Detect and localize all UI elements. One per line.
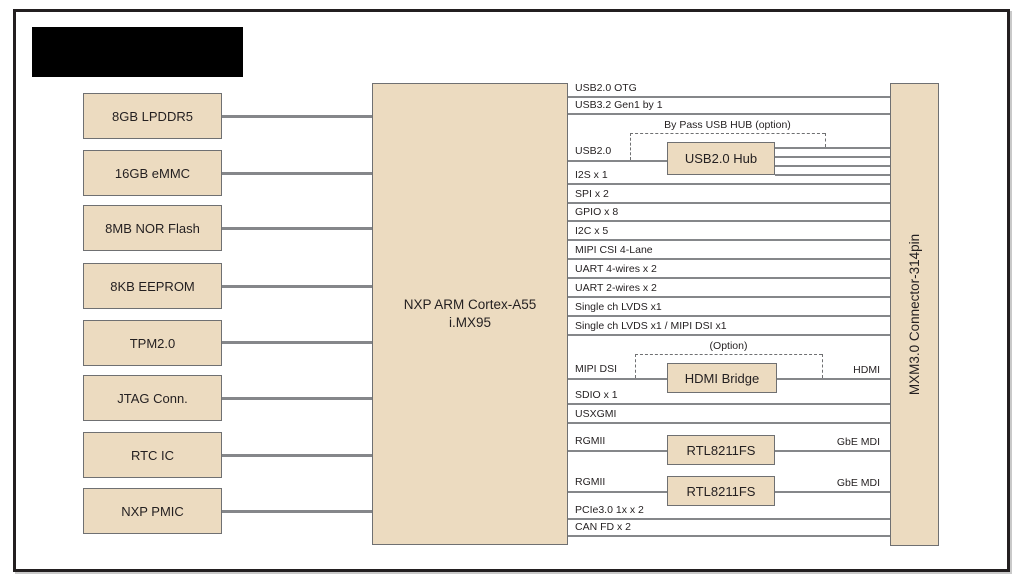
wire-hub-out-4 xyxy=(775,174,890,176)
usb-bypass-label: By Pass USB HUB (option) xyxy=(664,119,791,131)
bus-lvds1-label: Single ch LVDS x1 xyxy=(575,301,662,313)
bus-mipi-csi-label: MIPI CSI 4-Lane xyxy=(575,244,653,256)
cpu-label-line1: NXP ARM Cortex-A55 xyxy=(403,297,537,313)
wire-usxgmi xyxy=(568,422,890,424)
hdmi-option-dashed-line xyxy=(635,354,822,355)
wire-gbe-2 xyxy=(775,491,890,493)
wire-canfd xyxy=(568,535,890,537)
bus-rgmii-1-label: RGMII xyxy=(575,435,606,447)
ethernet-phy-2-label: RTL8211FS xyxy=(686,483,756,499)
wire-gbe-1 xyxy=(775,450,890,452)
wire-rgmii-1 xyxy=(568,450,667,452)
bus-i2c-label: I2C x 5 xyxy=(575,225,609,237)
gbe-mdi-2-label: GbE MDI xyxy=(836,477,880,489)
wire-lvds-dsi xyxy=(568,334,890,336)
wire-pcie xyxy=(568,518,890,520)
wire-nor-flash xyxy=(222,227,372,230)
hdmi-option-dashed-drop-left xyxy=(635,354,636,378)
wire-jtag xyxy=(222,397,372,400)
ethernet-phy-1-label: RTL8211FS xyxy=(686,442,756,458)
mxm-connector-block: MXM3.0 Connector-314pin xyxy=(890,83,939,546)
module-nor-flash: 8MB NOR Flash xyxy=(83,205,222,251)
module-label: JTAG Conn. xyxy=(117,390,188,406)
wire-sdio xyxy=(568,403,890,405)
bus-canfd-label: CAN FD x 2 xyxy=(575,521,632,533)
module-rtc: RTC IC xyxy=(83,432,222,478)
module-label: NXP PMIC xyxy=(121,503,184,519)
wire-emmc xyxy=(222,172,372,175)
module-lpddr5: 8GB LPDDR5 xyxy=(83,93,222,139)
wire-rgmii-2 xyxy=(568,491,667,493)
module-label: TPM2.0 xyxy=(129,335,176,351)
hdmi-bridge-label: HDMI Bridge xyxy=(684,370,760,386)
wire-rtc xyxy=(222,454,372,457)
module-label: 8MB NOR Flash xyxy=(105,220,200,236)
wire-i2c xyxy=(568,239,890,241)
module-label: 16GB eMMC xyxy=(114,165,191,181)
module-jtag: JTAG Conn. xyxy=(83,375,222,421)
bus-usb2-otg-label: USB2.0 OTG xyxy=(575,82,637,94)
bus-uart2-label: UART 2-wires x 2 xyxy=(575,282,657,294)
cpu-label: NXP ARM Cortex-A55 i.MX95 xyxy=(404,296,537,331)
bus-usxgmi-label: USXGMI xyxy=(575,408,617,420)
bus-pcie-label: PCIe3.0 1x x 2 xyxy=(575,504,644,516)
mxm-connector-label: MXM3.0 Connector-314pin xyxy=(907,233,922,396)
redacted-logo-block xyxy=(32,27,243,77)
wire-dsi-to-bridge xyxy=(568,378,667,380)
module-pmic: NXP PMIC xyxy=(83,488,222,534)
bus-usb32-label: USB3.2 Gen1 by 1 xyxy=(575,99,663,111)
ethernet-phy-1-block: RTL8211FS xyxy=(667,435,775,465)
bus-sdio-label: SDIO x 1 xyxy=(575,389,618,401)
bus-mipi-dsi-label: MIPI DSI xyxy=(575,363,618,375)
module-label: RTC IC xyxy=(130,447,175,463)
wire-pmic xyxy=(222,510,372,513)
ethernet-phy-2-block: RTL8211FS xyxy=(667,476,775,506)
wire-hub-out-1 xyxy=(775,147,890,149)
wire-uart2 xyxy=(568,296,890,298)
wire-tpm xyxy=(222,341,372,344)
wire-mipi-csi xyxy=(568,258,890,260)
usb-bypass-dashed-drop-right xyxy=(825,133,826,147)
bus-spi-label: SPI x 2 xyxy=(575,188,609,200)
gbe-mdi-1-label: GbE MDI xyxy=(836,436,880,448)
wire-bridge-to-connector xyxy=(777,378,890,380)
module-eeprom: 8KB EEPROM xyxy=(83,263,222,309)
cpu-block: NXP ARM Cortex-A55 i.MX95 xyxy=(372,83,568,545)
wire-lvds1 xyxy=(568,315,890,317)
wire-i2s xyxy=(568,183,890,185)
hdmi-option-label: (Option) xyxy=(709,340,748,352)
wire-usb32 xyxy=(568,113,890,115)
module-label: 8KB EEPROM xyxy=(110,278,195,294)
bus-usb2-label: USB2.0 xyxy=(575,145,612,157)
wire-eeprom xyxy=(222,285,372,288)
module-tpm: TPM2.0 xyxy=(83,320,222,366)
usb-bypass-dashed-drop-left xyxy=(630,133,631,160)
wire-gpio xyxy=(568,220,890,222)
usb-hub-block: USB2.0 Hub xyxy=(667,142,775,175)
hdmi-output-label: HDMI xyxy=(853,364,880,376)
usb-bypass-dashed-line xyxy=(630,133,825,134)
wire-hub-out-3 xyxy=(775,165,890,167)
wire-usb2-to-hub xyxy=(568,160,667,162)
bus-lvds-dsi-label: Single ch LVDS x1 / MIPI DSI x1 xyxy=(575,320,727,332)
module-emmc: 16GB eMMC xyxy=(83,150,222,196)
wire-spi xyxy=(568,202,890,204)
hdmi-bridge-block: HDMI Bridge xyxy=(667,363,777,393)
bus-rgmii-2-label: RGMII xyxy=(575,476,606,488)
hdmi-option-dashed-drop-right xyxy=(822,354,823,378)
cpu-label-line2: i.MX95 xyxy=(448,315,492,330)
bus-gpio-label: GPIO x 8 xyxy=(575,206,619,218)
module-label: 8GB LPDDR5 xyxy=(112,108,193,124)
wire-hub-out-2 xyxy=(775,156,890,158)
wire-lpddr5 xyxy=(222,115,372,118)
bus-uart4-label: UART 4-wires x 2 xyxy=(575,263,657,275)
wire-usb2-otg xyxy=(568,96,890,98)
usb-hub-label: USB2.0 Hub xyxy=(684,151,758,166)
bus-i2s-label: I2S x 1 xyxy=(575,169,608,181)
wire-uart4 xyxy=(568,277,890,279)
